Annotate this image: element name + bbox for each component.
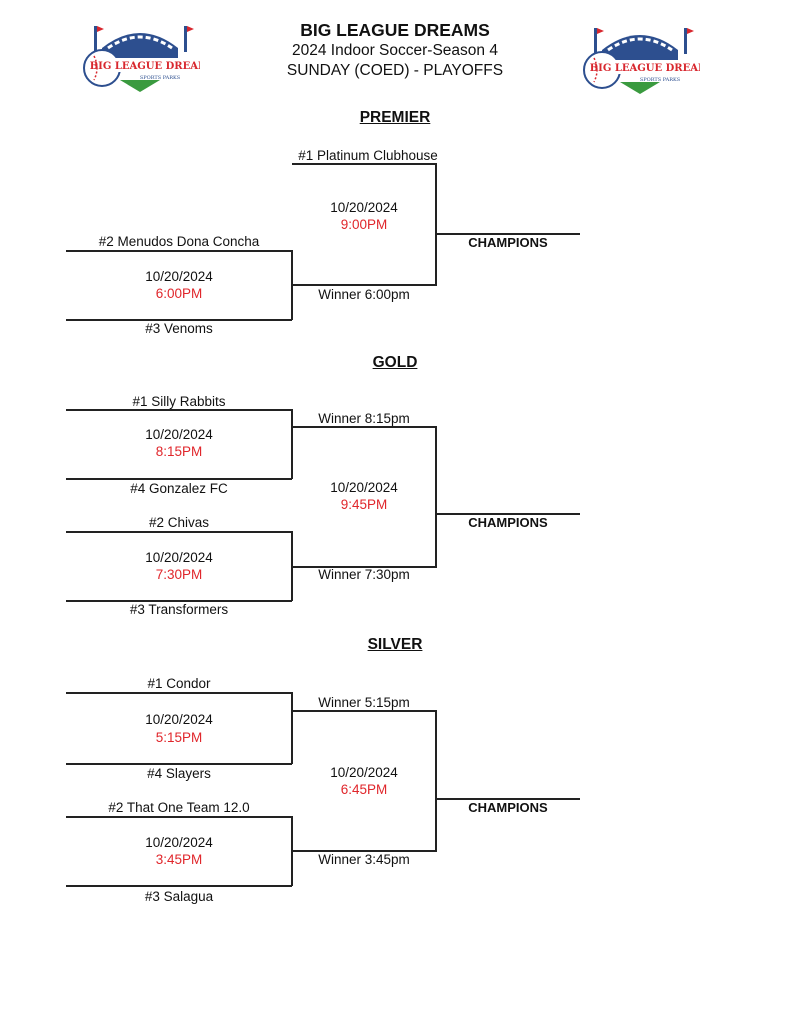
bracket-line [436,513,580,515]
semi2-date: 10/20/2024 [145,550,213,565]
bracket-line [291,409,293,479]
semi1-date: 10/20/2024 [145,712,213,727]
bracket-line [435,426,437,567]
final-date: 10/20/2024 [330,765,398,780]
bracket-line [66,692,292,694]
winner1-label: Winner 5:15pm [318,695,410,710]
bracket-line [66,531,292,533]
team-seed-1: #1 Condor [147,676,211,691]
winner2-label: Winner 3:45pm [318,852,410,867]
team-seed-3: #3 Venoms [145,321,213,336]
semi2-date: 10/20/2024 [145,835,213,850]
bracket-line [66,600,292,602]
bracket-line [66,250,292,252]
team-seed-2: #2 That One Team 12.0 [108,800,250,815]
final-time: 9:00PM [340,217,388,232]
section-title-silver: SILVER [367,636,423,653]
bracket-line [435,710,437,851]
svg-text:BIG LEAGUE DREAMS: BIG LEAGUE DREAMS [590,63,700,74]
bracket-line [66,816,292,818]
bracket-line [66,478,292,480]
semi2-time: 3:45PM [155,852,203,867]
svg-text:BIG LEAGUE DREAMS: BIG LEAGUE DREAMS [90,61,200,72]
semi2-time: 7:30PM [155,567,203,582]
semi-date: 10/20/2024 [145,269,213,284]
bracket-line [292,284,437,286]
svg-text:SPORTS PARKS: SPORTS PARKS [140,75,181,81]
logo-left: BIG LEAGUE DREAMS SPORTS PARKS [83,26,200,92]
section-title-gold: GOLD [372,354,418,371]
bracket-line [292,566,437,568]
final-time: 9:45PM [340,497,388,512]
logo-right: BIG LEAGUE DREAMS SPORTS PARKS [583,28,700,94]
team-seed-3: #3 Salagua [144,889,214,904]
winner-label: Winner 6:00pm [318,287,410,302]
semi-time: 6:00PM [155,286,203,301]
final-date: 10/20/2024 [330,200,398,215]
semi1-date: 10/20/2024 [145,427,213,442]
team-seed-4: #4 Slayers [147,766,211,781]
svg-text:SPORTS PARKS: SPORTS PARKS [640,77,681,83]
bracket-line [66,409,292,411]
champions-label: CHAMPIONS [468,800,548,815]
bracket-line [66,885,292,887]
team-seed-2: #2 Chivas [148,515,210,530]
team-seed-4: #4 Gonzalez FC [130,481,228,496]
bracket-line [291,692,293,764]
semi1-time: 5:15PM [155,730,203,745]
team-seed-1: #1 Platinum Clubhouse [298,148,438,163]
bracket-line [292,850,437,852]
final-time: 6:45PM [340,782,388,797]
winner1-label: Winner 8:15pm [318,411,410,426]
winner2-label: Winner 7:30pm [318,567,410,582]
semi1-time: 8:15PM [155,444,203,459]
bracket-line [292,426,437,428]
section-title-premier: PREMIER [359,109,431,126]
team-seed-2: #2 Menudos Dona Concha [98,234,260,249]
team-seed-3: #3 Transformers [129,602,229,617]
team-seed-1: #1 Silly Rabbits [132,394,226,409]
page-subtitle: 2024 Indoor Soccer-Season 4 [292,42,498,59]
bracket-line [292,163,436,165]
bracket-line [292,710,437,712]
champions-label: CHAMPIONS [468,515,548,530]
bracket-line [436,798,580,800]
bracket-line [435,163,437,285]
final-date: 10/20/2024 [330,480,398,495]
bracket-line [66,763,292,765]
champions-label: CHAMPIONS [468,235,548,250]
bracket-line [436,233,580,235]
bracket-line [66,319,292,321]
page-subtitle-2: SUNDAY (COED) - PLAYOFFS [286,62,504,79]
page-title: BIG LEAGUE DREAMS [300,20,490,40]
